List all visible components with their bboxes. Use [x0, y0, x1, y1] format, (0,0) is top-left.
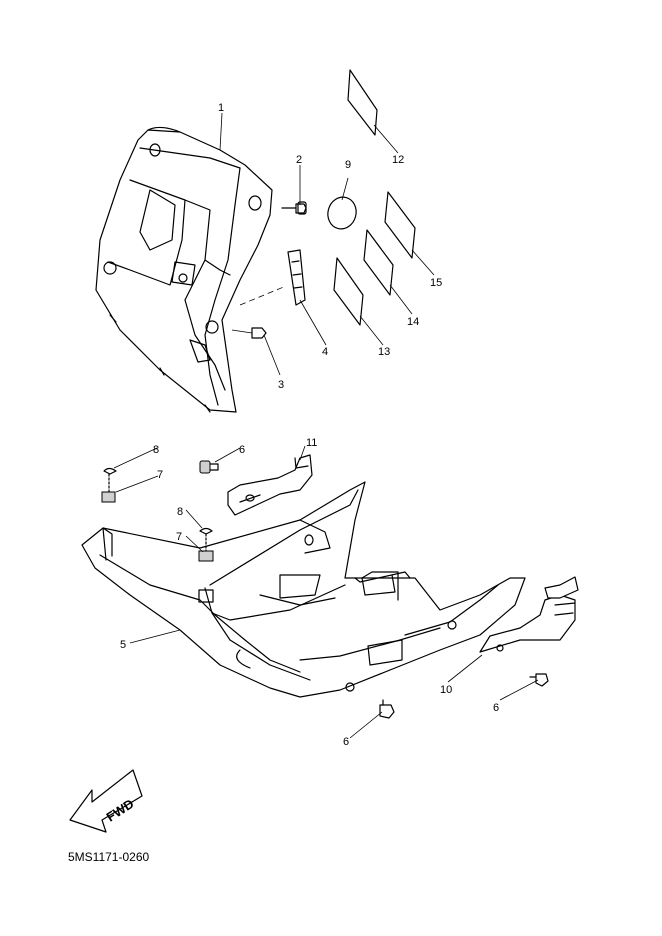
bracket-part-10	[479, 576, 579, 653]
screw-part-3	[231, 327, 267, 339]
decal-part-15	[384, 191, 416, 259]
screw-part-2	[281, 201, 307, 215]
footboard-cover-part-5	[81, 481, 526, 698]
label-part-10: 10	[440, 684, 452, 696]
label-part-11: 11	[306, 437, 317, 449]
label-part-15: 15	[430, 277, 442, 289]
decal-part-13	[333, 257, 364, 326]
label-part-6-right: 6	[493, 702, 499, 714]
label-part-7-b: 7	[176, 531, 182, 543]
bracket-part-11	[227, 454, 313, 516]
leader-lines	[113, 112, 539, 739]
label-part-3: 3	[278, 379, 284, 391]
screw-part-6-right	[529, 673, 549, 687]
decal-part-14	[363, 229, 394, 296]
label-part-2: 2	[296, 154, 302, 166]
label-part-6-upper: 6	[239, 444, 245, 456]
round-sticker-part-9	[327, 196, 357, 230]
diagram-code: 5MS1171-0260	[68, 850, 149, 864]
leg-shield-part-1	[95, 126, 273, 413]
label-part-6-lower: 6	[343, 736, 349, 748]
label-part-12: 12	[392, 154, 404, 166]
clip-nut-part-7-b	[198, 533, 214, 562]
label-part-13: 13	[378, 346, 390, 358]
forward-arrow-icon: FWD	[69, 769, 143, 833]
label-part-4: 4	[322, 346, 328, 358]
label-part-1: 1	[218, 102, 224, 114]
label-part-9: 9	[345, 159, 351, 171]
decal-part-12	[347, 69, 378, 136]
label-part-8-b: 8	[177, 506, 183, 518]
bracket-part-4	[239, 249, 306, 306]
screw-part-6-upper	[199, 460, 219, 474]
label-part-5: 5	[120, 639, 126, 651]
label-part-8-a: 8	[153, 444, 159, 456]
screw-part-8-a	[103, 467, 117, 475]
label-part-14: 14	[407, 316, 419, 328]
clip-nut-part-7-a	[101, 473, 116, 503]
screw-part-6-lower	[379, 699, 395, 719]
label-part-7-a: 7	[157, 469, 163, 481]
screw-part-8-b	[199, 527, 213, 535]
